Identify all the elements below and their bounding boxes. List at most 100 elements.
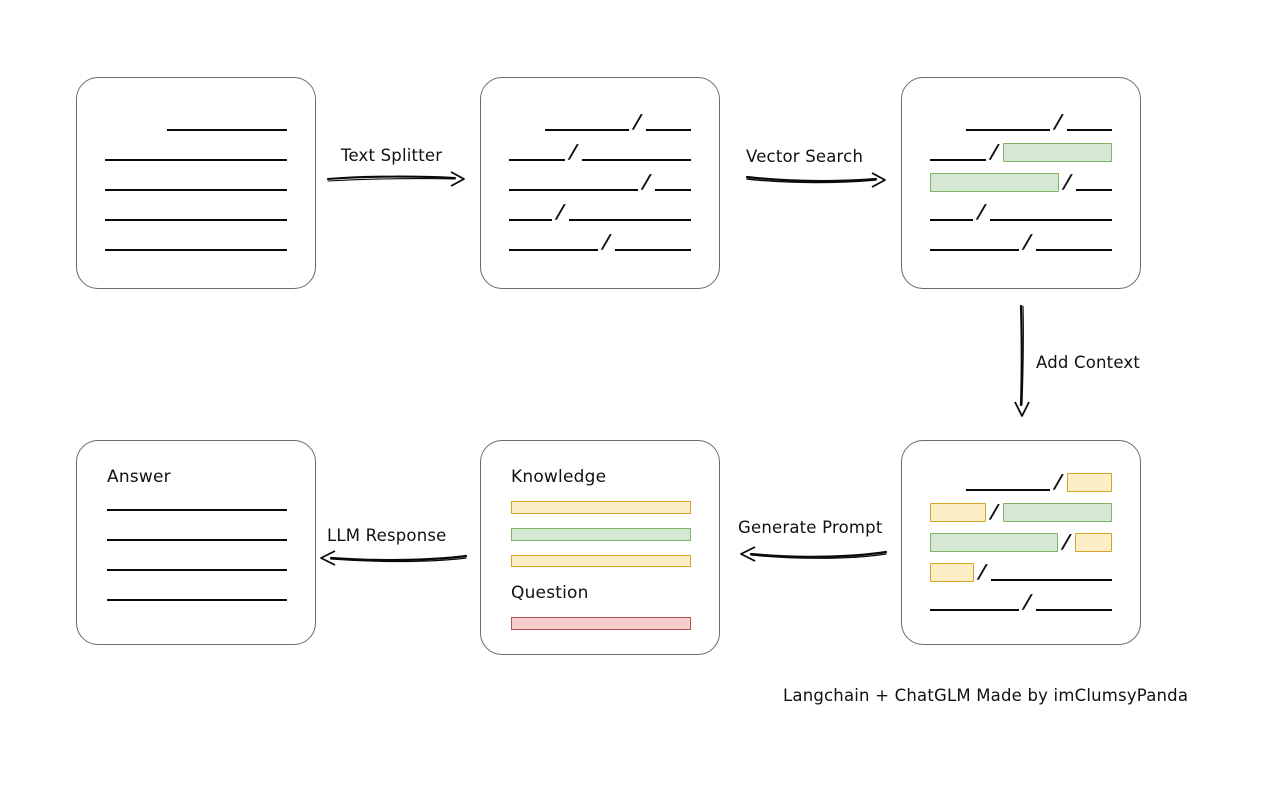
knowledge-bar [511,554,691,568]
slash-separator: / [990,141,999,163]
matched-chunk-highlight [1003,143,1112,162]
doc-row: / [930,228,1112,258]
slash-separator: / [602,231,611,253]
doc-row: / [930,198,1112,228]
text-line [654,189,691,191]
slash-separator: / [633,111,642,133]
matched-chunk-highlight [930,532,1059,552]
matched-document-box[interactable]: / / / / / [901,77,1141,289]
text-line [569,219,691,221]
knowledge-bar [511,527,691,541]
context-document-box[interactable]: / / / / / [901,440,1141,645]
answer-box[interactable]: Answer [76,440,316,645]
text-line [930,608,1019,611]
arrow-label-text-splitter: Text Splitter [341,146,443,165]
text-line [990,578,1112,581]
split-document-box[interactable]: / / / / / [480,77,720,289]
slash-separator: / [1054,111,1063,133]
text-line [930,249,1019,251]
slash-separator: / [977,201,987,223]
doc-row: / [509,228,691,258]
text-line [105,219,287,221]
text-line [509,189,638,191]
text-line [1075,189,1112,191]
text-line [107,569,287,571]
arrow-label-generate-prompt: Generate Prompt [738,518,883,537]
text-line [966,129,1050,131]
source-document-box[interactable] [76,77,316,289]
doc-row: / [930,138,1112,168]
arrow-text-splitter [326,170,467,188]
text-line [105,189,287,191]
slash-separator: / [1062,530,1072,553]
prompt-box[interactable]: Knowledge Question [480,440,720,655]
prompt-content: Knowledge Question [481,441,719,654]
text-line [509,249,598,251]
doc-row [105,198,287,228]
text-line [1066,129,1112,131]
matched-chunk-highlight [1003,502,1112,522]
slash-separator: / [990,500,1000,523]
context-chunk-highlight [930,502,987,522]
arrow-llm-response [319,549,468,567]
context-chunk-highlight [930,562,974,582]
slash-separator: / [556,201,566,223]
doc-row: / [930,168,1112,198]
doc-row: / [930,468,1112,498]
answer-lines [107,509,287,601]
doc-row: / [930,588,1112,618]
doc-row: / [509,108,691,138]
doc-row: / [930,558,1112,588]
knowledge-bar [511,501,691,514]
arrow-label-llm-response: LLM Response [327,526,447,545]
text-line [509,219,553,221]
slash-separator: / [1023,590,1032,613]
arrow-label-vector-search: Vector Search [746,147,864,166]
answer-content: Answer [77,441,315,644]
text-line [1035,608,1112,611]
doc-row: / [930,108,1112,138]
doc-row [105,138,287,168]
slash-separator: / [569,141,578,163]
text-line [966,488,1050,491]
arrow-add-context [1012,304,1032,418]
text-line [107,509,287,511]
doc-row [105,168,287,198]
text-line [107,539,287,541]
text-line [545,129,629,131]
matched-document-rows: / / / / / [902,78,1140,288]
text-line [582,159,691,161]
slash-separator: / [977,560,987,583]
doc-row: / [930,498,1112,528]
text-line [645,129,691,131]
text-line [990,219,1112,221]
text-line [509,159,566,161]
slash-separator: / [1053,470,1063,493]
doc-row [105,228,287,258]
question-bar [511,617,691,630]
text-line [1035,249,1112,251]
doc-row: / [509,138,691,168]
knowledge-label: Knowledge [511,467,607,487]
text-line [105,249,287,251]
answer-title: Answer [107,467,171,487]
footer-credit: Langchain + ChatGLM Made by imClumsyPand… [783,686,1189,705]
slash-separator: / [1023,231,1032,253]
slash-separator: / [641,171,651,193]
text-line [930,159,987,161]
source-document-rows [77,78,315,288]
split-document-rows: / / / / / [481,78,719,288]
doc-row: / [509,198,691,228]
matched-chunk-highlight [930,173,1059,192]
text-line [930,219,974,221]
text-line [107,599,287,601]
context-chunk-highlight [1075,532,1112,552]
arrow-vector-search [745,170,888,188]
doc-row: / [930,528,1112,558]
text-line [105,159,287,161]
doc-row [105,108,287,138]
question-label: Question [511,583,589,604]
arrow-label-add-context: Add Context [1036,353,1141,372]
arrow-generate-prompt [737,545,888,563]
